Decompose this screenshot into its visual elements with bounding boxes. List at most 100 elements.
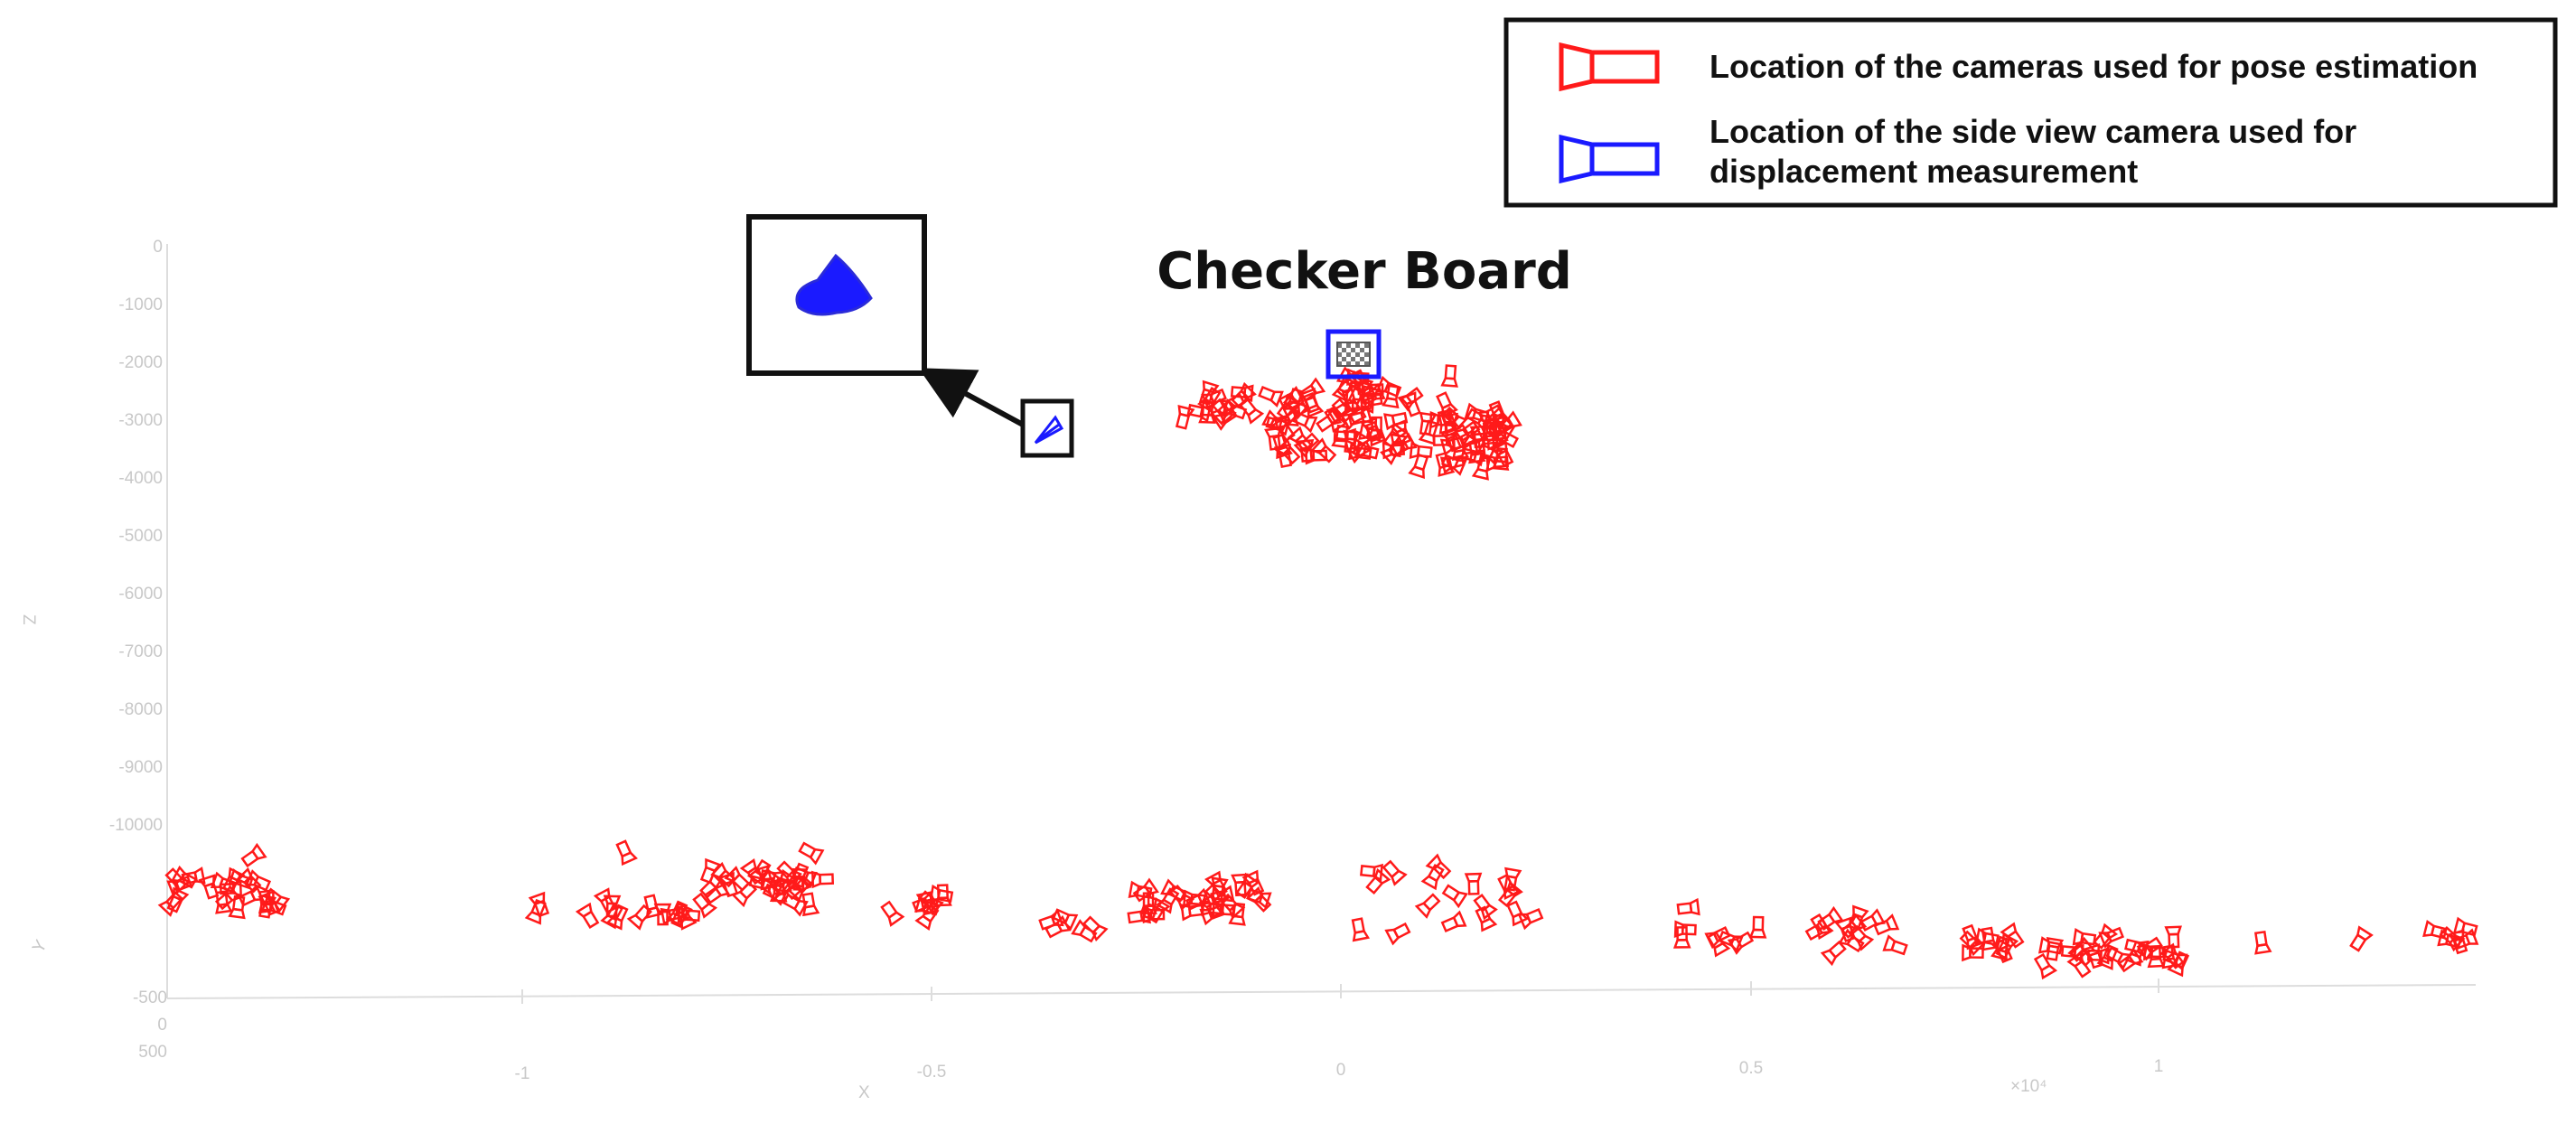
camera-marker — [1673, 920, 1697, 939]
legend-blue-camera-icon — [1559, 134, 1660, 184]
camera-marker — [600, 903, 624, 930]
camera-marker — [1264, 426, 1282, 451]
camera-marker — [786, 875, 812, 902]
side-camera-icon — [795, 253, 873, 316]
camera-marker — [1441, 406, 1468, 433]
camera-marker — [524, 898, 547, 925]
legend-item-pose: Location of the cameras used for pose es… — [1710, 48, 2478, 85]
z-tick-label: -9000 — [118, 758, 163, 777]
camera-marker — [1517, 907, 1544, 931]
camera-marker — [1302, 392, 1325, 418]
z-tick-label: -7000 — [118, 642, 163, 661]
camera-marker — [643, 894, 663, 919]
camera-marker — [2452, 928, 2479, 951]
camera-marker — [1441, 454, 1467, 476]
camera-marker — [1440, 910, 1467, 933]
camera-marker — [1365, 867, 1391, 895]
camera-marker — [1676, 897, 1700, 916]
legend-line: Location of the side view camera used fo… — [1710, 113, 2356, 150]
camera-marker — [1817, 905, 1844, 932]
camera-marker — [1414, 893, 1441, 919]
camera-marker — [1239, 398, 1265, 425]
camera-marker — [1291, 410, 1318, 434]
camera-marker — [2349, 925, 2374, 952]
camera-marker — [1437, 409, 1457, 435]
camera-marker — [1230, 384, 1254, 403]
legend-red-camera-icon — [1559, 42, 1660, 92]
camera-marker — [1503, 866, 1522, 892]
camera-marker — [717, 871, 739, 898]
checker-board-title: Checker Board — [1157, 242, 1572, 301]
camera-marker — [245, 869, 272, 892]
camera-marker — [1707, 931, 1731, 958]
camera-marker — [1265, 416, 1291, 436]
camera-marker — [1201, 388, 1227, 411]
camera-marker — [1834, 916, 1856, 943]
camera-marker — [1071, 919, 1098, 943]
legend-line: Location of the cameras used for pose es… — [1710, 48, 2478, 85]
camera-marker — [2033, 952, 2058, 980]
z-tick-label: -1000 — [118, 295, 163, 314]
camera-marker — [2136, 936, 2163, 961]
x-tick-label: -1 — [515, 1064, 530, 1083]
camera-marker — [1748, 915, 1767, 939]
camera-marker — [769, 879, 788, 903]
camera-marker — [1425, 853, 1452, 880]
camera-marker — [759, 869, 784, 888]
camera-marker — [1287, 426, 1313, 453]
camera-marker — [2162, 949, 2188, 971]
camera-marker — [914, 904, 940, 931]
camera-marker — [1418, 419, 1439, 445]
camera-marker — [1351, 917, 1371, 942]
camera-marker — [1182, 889, 1206, 908]
z-tick-label: -3000 — [118, 411, 163, 430]
camera-marker — [1275, 438, 1301, 465]
camera-marker — [1358, 393, 1383, 411]
camera-marker — [801, 892, 820, 917]
camera-marker — [1460, 447, 1486, 467]
camera-marker — [1382, 422, 1409, 449]
camera-marker — [2072, 928, 2097, 946]
camera-marker — [912, 891, 938, 913]
camera-marker — [2037, 936, 2063, 955]
camera-marker — [1466, 407, 1493, 432]
camera-marker — [1375, 375, 1402, 398]
camera-marker — [934, 884, 952, 907]
camera-marker — [811, 870, 835, 889]
zoom-arrow — [918, 368, 1025, 427]
camera-marker — [1820, 940, 1847, 967]
camera-marker — [1441, 884, 1468, 909]
camera-marker — [1490, 441, 1514, 468]
camera-marker — [1457, 424, 1485, 447]
pose-camera-markers — [157, 364, 2479, 980]
camera-marker — [228, 868, 254, 890]
camera-marker — [1873, 913, 1900, 936]
camera-marker — [1390, 419, 1412, 445]
camera-marker — [1367, 416, 1386, 439]
camera-marker — [1345, 440, 1372, 464]
camera-marker — [1235, 872, 1260, 900]
camera-marker — [1384, 922, 1411, 946]
camera-marker — [1351, 396, 1375, 414]
z-tick-label: -2000 — [118, 353, 163, 372]
legend-line: displacement measurement — [1710, 153, 2138, 190]
camera-marker — [1245, 886, 1272, 913]
y-axis-label: Y — [29, 937, 52, 957]
camera-marker — [1962, 923, 1984, 951]
x-tick-label: 0.5 — [1739, 1059, 1763, 1078]
camera-marker — [1476, 404, 1504, 428]
camera-marker — [238, 884, 265, 907]
camera-marker — [1400, 391, 1421, 417]
x-tick-label: 1 — [2154, 1057, 2164, 1076]
camera-marker — [1473, 894, 1498, 921]
x-axis-label: X — [858, 1083, 870, 1102]
side-camera-marker — [1020, 398, 1074, 458]
camera-marker — [2437, 929, 2462, 949]
camera-marker — [703, 879, 730, 904]
camera-marker — [665, 900, 688, 927]
camera-marker — [787, 862, 810, 889]
camera-marker — [1440, 364, 1458, 388]
camera-marker — [1382, 859, 1408, 886]
